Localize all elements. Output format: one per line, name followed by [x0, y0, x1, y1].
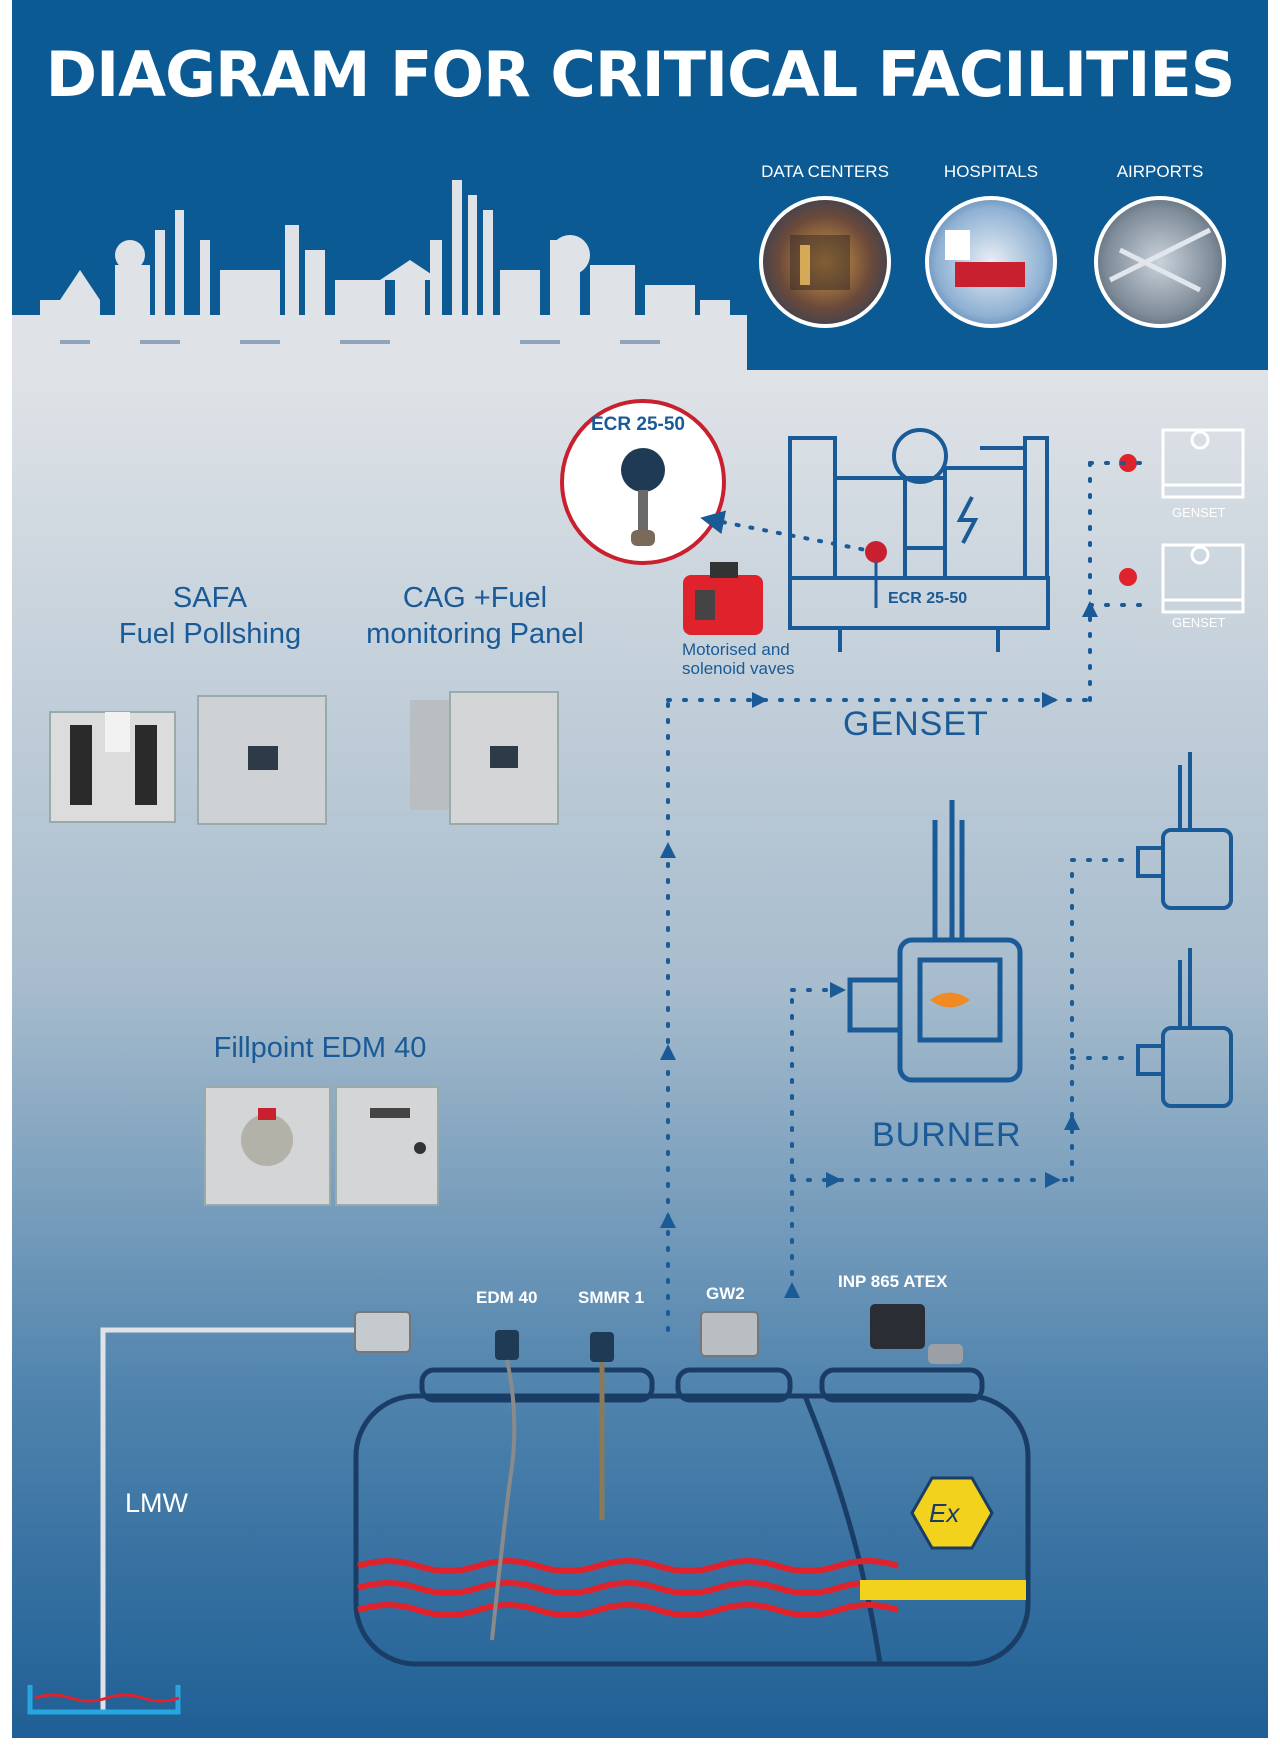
- airport-photo: [1094, 196, 1226, 328]
- valves-line2: solenoid vaves: [682, 659, 795, 678]
- inp865-label: INP 865 ATEX: [838, 1272, 948, 1291]
- safa-line1: SAFA: [172, 582, 248, 614]
- ecr-callout-label: ECR 25-50: [591, 414, 685, 435]
- atex-ex-badge: [910, 1476, 994, 1550]
- ecr-sensor-head: [621, 448, 665, 492]
- inp865-device: [870, 1304, 925, 1349]
- body-gradient: [12, 368, 1268, 1738]
- fuel-level-waves: [357, 1558, 899, 1618]
- smmr1-probe-head: [590, 1332, 614, 1362]
- burner-main: [847, 800, 1023, 1083]
- ex-mark-label: Ex: [929, 1498, 960, 1528]
- valves-label: Motorised and solenoid vaves: [682, 640, 794, 678]
- cag-line1: CAG +Fuel: [402, 582, 548, 614]
- smmr1-label: SMMR 1: [578, 1288, 645, 1307]
- fuel-tank: [353, 1367, 1031, 1667]
- burner-flame: [930, 992, 970, 1008]
- burner-small-1: [1136, 752, 1233, 910]
- callout-leader: [700, 510, 878, 554]
- edm40-probe-head: [495, 1330, 519, 1360]
- flow-arrows: [660, 601, 1098, 1298]
- ecr-genset-label: ECR 25-50: [888, 590, 968, 607]
- genset-small-label-2: GENSET: [1172, 615, 1226, 630]
- safa-equipment: [49, 695, 327, 825]
- cag-equipment: [410, 691, 559, 825]
- lmw-line: [100, 1327, 358, 1712]
- small-valve-1: [1119, 454, 1137, 472]
- cag-label: CAG +Fuel monitoring Panel: [350, 580, 600, 652]
- water-layer: [860, 1580, 1026, 1600]
- ecr-on-genset: [865, 541, 887, 563]
- genset-small-label-1: GENSET: [1172, 505, 1226, 520]
- small-valve-2: [1119, 568, 1137, 586]
- safa-line2: Fuel Pollshing: [118, 618, 302, 650]
- valves-line1: Motorised and: [682, 640, 790, 659]
- genset-small-1: [1161, 428, 1245, 499]
- fillpoint-label: Fillpoint EDM 40: [213, 1032, 427, 1064]
- cag-line2: monitoring Panel: [366, 618, 584, 650]
- facility-label-hospitals: HOSPITALS: [943, 162, 1039, 181]
- burner-small-2: [1136, 948, 1233, 1108]
- edm40-probe: [490, 1359, 517, 1641]
- genset-main: [788, 428, 1050, 652]
- edm40-label: EDM 40: [476, 1288, 538, 1307]
- facility-label-airports: AIRPORTS: [1116, 162, 1204, 181]
- fillpoint-equipment: [204, 1086, 439, 1206]
- genset-small-2: [1161, 543, 1245, 614]
- lmw-label: LMW: [125, 1488, 188, 1518]
- lmw-junction-box: [354, 1311, 411, 1353]
- industrial-skyline: [12, 180, 747, 370]
- burner-label: BURNER: [872, 1116, 1022, 1154]
- gw2-label: GW2: [706, 1284, 745, 1303]
- page-title: DIAGRAM FOR CRITICAL FACILITIES: [45, 38, 1236, 111]
- genset-label: GENSET: [843, 705, 989, 743]
- safa-label: SAFA Fuel Pollshing: [80, 580, 340, 652]
- gw2-box: [700, 1311, 759, 1357]
- inp865-sensor: [928, 1344, 963, 1364]
- facility-label-data-centers: DATA CENTERS: [761, 162, 889, 181]
- skyline-windows: [60, 340, 660, 344]
